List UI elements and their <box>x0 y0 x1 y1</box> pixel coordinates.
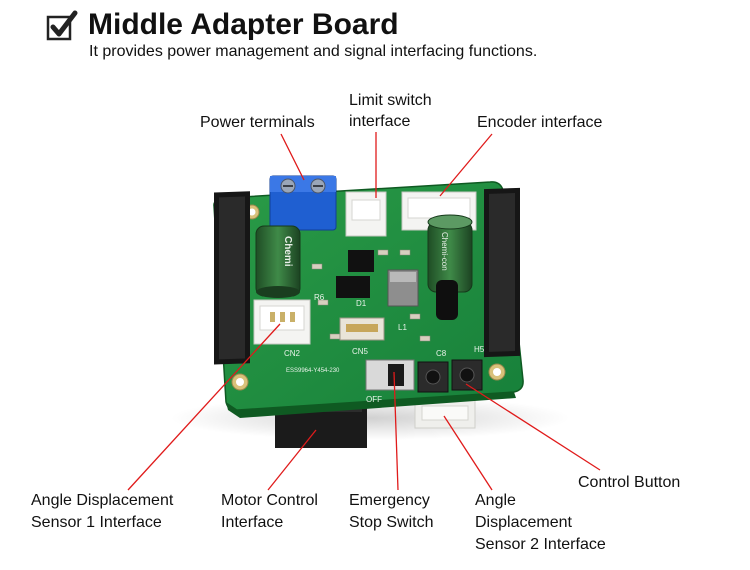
label-limit-switch-line2: interface <box>349 113 411 130</box>
page-subtitle: It provides power management and signal … <box>89 43 538 60</box>
left-pin-header <box>214 191 250 365</box>
silk-off: OFF <box>366 395 382 404</box>
label-limit-switch-line1: Limit switch <box>349 92 432 109</box>
label-encoder-interface: Encoder interface <box>477 114 603 131</box>
mounting-holes <box>231 204 506 391</box>
ic-chips <box>336 250 419 307</box>
silk-cn5: CN5 <box>352 347 369 356</box>
label-motor-control-line1: Motor Control <box>221 492 318 509</box>
callout-emergency-stop <box>393 371 399 491</box>
label-emergency-stop-line2: Stop Switch <box>349 514 434 531</box>
right-pin-header <box>484 187 520 358</box>
label-angle-sensor-2-line3: Sensor 2 Interface <box>475 536 606 553</box>
power-terminal-block <box>269 175 337 231</box>
silk-h5: H5 <box>474 345 485 354</box>
label-emergency-stop-line1: Emergency <box>349 492 430 509</box>
callout-lines <box>127 132 601 491</box>
silk-c8: C8 <box>436 349 447 358</box>
limit-switch-connector <box>345 191 387 237</box>
capacitor-brand-text: Chemi <box>282 236 293 267</box>
cn5-connector <box>339 317 385 341</box>
pcb-edge <box>226 392 516 418</box>
callout-motor-control <box>267 429 317 491</box>
label-control-button: Control Button <box>578 474 681 491</box>
silk-board-id: ESS9964-Y454-230 <box>286 368 340 374</box>
angle-sensor-1-connector <box>253 299 311 345</box>
silk-r6: R6 <box>314 293 325 302</box>
silk-d1: D1 <box>356 299 367 308</box>
callout-angle-sensor-2 <box>443 415 493 491</box>
page-title: Middle Adapter Board <box>88 8 399 41</box>
emergency-stop-switch <box>365 359 415 391</box>
label-angle-sensor-2-line1: Angle <box>475 492 516 509</box>
callout-angle-sensor-1 <box>127 323 281 491</box>
label-power-terminals: Power terminals <box>200 114 315 131</box>
right-capacitor: Chemi-con <box>427 214 473 320</box>
callout-control-button <box>465 383 601 471</box>
label-angle-sensor-1-line1: Angle Displacement <box>31 492 174 509</box>
callout-power-terminals <box>280 133 305 181</box>
capacitor-brand-text-2: Chemi-con <box>440 232 449 271</box>
left-capacitor: Chemi <box>255 225 301 298</box>
label-motor-control-line2: Interface <box>221 514 284 531</box>
checkbox-checked-icon <box>46 10 78 41</box>
callout-encoder <box>439 133 493 197</box>
silk-cn2: CN2 <box>284 349 301 358</box>
label-angle-sensor-2-line2: Displacement <box>475 514 572 531</box>
label-angle-sensor-1-line2: Sensor 1 Interface <box>31 514 162 531</box>
control-buttons <box>417 359 483 393</box>
silk-l1: L1 <box>398 323 407 332</box>
